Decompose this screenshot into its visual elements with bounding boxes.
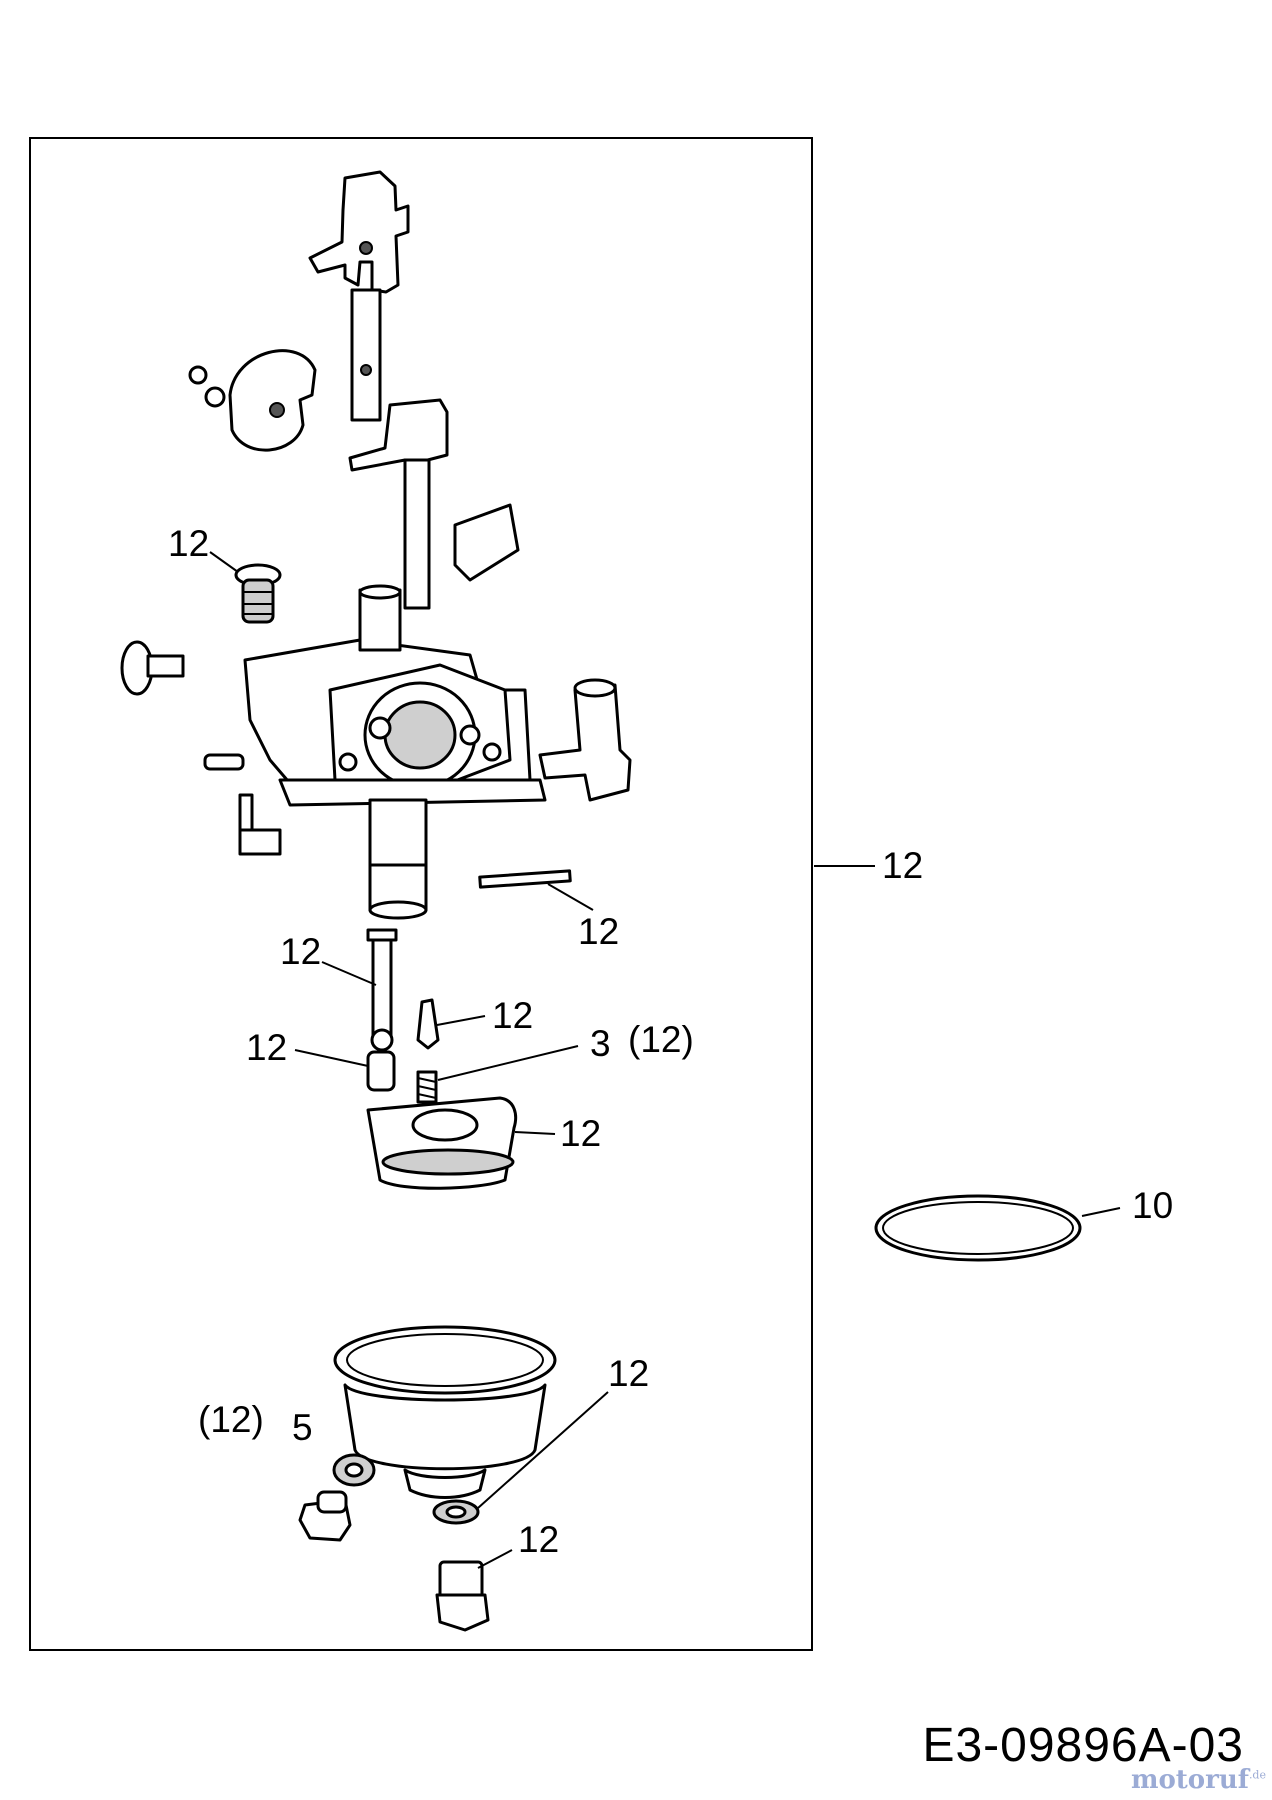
watermark-text: motoruf — [1130, 1765, 1249, 1795]
callout-drain-washer: 12 — [608, 1353, 649, 1394]
spring-part — [416, 1070, 438, 1104]
callout-drain-bolt: 12 — [518, 1519, 559, 1560]
main-jet-tube-part — [366, 928, 398, 1052]
callout-frame-ref: 12 — [882, 845, 923, 886]
vent-fitting-part — [238, 793, 282, 856]
gasket-inner-ring — [882, 1201, 1074, 1255]
fuel-inlet-part — [538, 678, 632, 802]
pin-part — [478, 869, 572, 889]
callout-gasket: 10 — [1132, 1185, 1173, 1226]
float-bowl-gasket-part — [874, 1194, 1082, 1262]
main-jet-part — [366, 1050, 396, 1092]
diagram-code: E3-09896A-03 — [922, 1719, 1244, 1772]
callout-pin: 12 — [578, 911, 619, 952]
callout-spring-group: (12) — [628, 1019, 694, 1060]
callout-jet: 12 — [246, 1027, 287, 1068]
watermark-logo: motoruf.de — [1131, 1765, 1266, 1795]
callout-washer-group: (12) — [198, 1399, 264, 1440]
plate-part — [453, 503, 520, 582]
callout-washer: 5 — [292, 1407, 313, 1448]
callout-throttle-adjust-screw: 12 — [168, 523, 209, 564]
washer-hole — [344, 1462, 364, 1478]
callout-float: 12 — [560, 1113, 601, 1154]
pilot-jet-part — [203, 753, 245, 771]
carburetor-body-part — [243, 584, 547, 920]
float-bowl-part — [333, 1325, 557, 1499]
callout-spring: 3 — [590, 1023, 611, 1064]
choke-plate-part — [188, 349, 317, 452]
callout-main-jet-tube: 12 — [280, 931, 321, 972]
float-part — [366, 1096, 518, 1190]
drain-bolt-part — [435, 1560, 490, 1632]
leader-lines — [209, 551, 1121, 1569]
throttle-adjust-screw-part — [234, 563, 282, 624]
bowl-bolt-part — [298, 1490, 352, 1542]
callout-float-needle: 12 — [492, 995, 533, 1036]
float-needle-part — [416, 998, 440, 1050]
watermark-suffix: .de — [1248, 1768, 1266, 1782]
drain-washer-hole — [445, 1505, 467, 1519]
choke-shaft-part — [308, 170, 410, 422]
throttle-lever-part — [348, 398, 449, 610]
assembly-frame — [29, 137, 813, 1651]
idle-screw-part — [120, 640, 185, 696]
